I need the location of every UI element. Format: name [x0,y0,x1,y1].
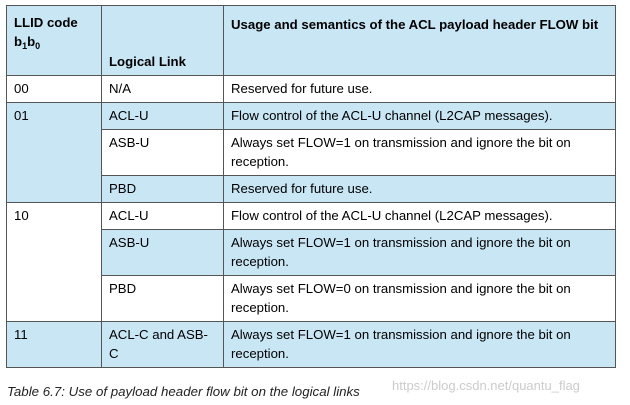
logical-link-cell: PBD [101,175,224,203]
usage-cell: Reserved for future use. [223,175,616,203]
table-row: 01 ACL-U Flow control of the ACL-U chann… [6,102,616,203]
usage-cell: Always set FLOW=1 on transmission and ig… [223,321,616,368]
usage-cell: Reserved for future use. [223,75,616,103]
logical-link-cell: ACL-C and ASB-C [101,321,224,368]
table-caption: Table 6.7: Use of payload header flow bi… [7,384,360,399]
table-row: 00 N/A Reserved for future use. [6,75,616,103]
table-row: PBD Always set FLOW=0 on transmission an… [7,275,616,322]
header-llid-sub-0: 0 [35,41,41,51]
usage-cell: Always set FLOW=1 on transmission and ig… [223,229,616,276]
llid-code-cell: 01 [6,102,102,203]
table-row: 11 ACL-C and ASB-C Always set FLOW=1 on … [6,321,616,368]
watermark-text: https://blog.csdn.net/quantu_flag [392,378,580,393]
logical-link-cell: ACL-U [101,102,224,130]
llid-code-cell: 11 [6,321,102,368]
header-llid-b1-letter: b [14,34,23,49]
logical-link-cell: N/A [101,75,224,103]
header-llid-b0-letter: b [27,34,36,49]
table-row: ASB-U Always set FLOW=1 on transmission … [7,129,616,176]
table-row: 10 ACL-U Flow control of the ACL-U chann… [6,202,616,322]
usage-cell: Always set FLOW=1 on transmission and ig… [223,129,616,176]
header-usage: Usage and semantics of the ACL payload h… [223,5,616,76]
logical-link-cell: ACL-U [101,202,224,230]
table-row: ASB-U Always set FLOW=1 on transmission … [7,229,616,276]
header-llid-code-label: LLID code [14,15,78,30]
table-row: PBD Reserved for future use. [7,175,616,203]
header-logical-link: Logical Link [101,5,224,76]
logical-link-cell: PBD [101,275,224,322]
usage-cell: Flow control of the ACL-U channel (L2CAP… [223,102,616,130]
llid-code-cell: 00 [6,75,102,103]
usage-cell: Always set FLOW=0 on transmission and ig… [223,275,616,322]
header-llid-sub-1: 1 [22,41,28,51]
logical-link-cell: ASB-U [101,229,224,276]
llid-code-cell: 10 [6,202,102,322]
logical-link-cell: ASB-U [101,129,224,176]
usage-cell: Flow control of the ACL-U channel (L2CAP… [223,202,616,230]
